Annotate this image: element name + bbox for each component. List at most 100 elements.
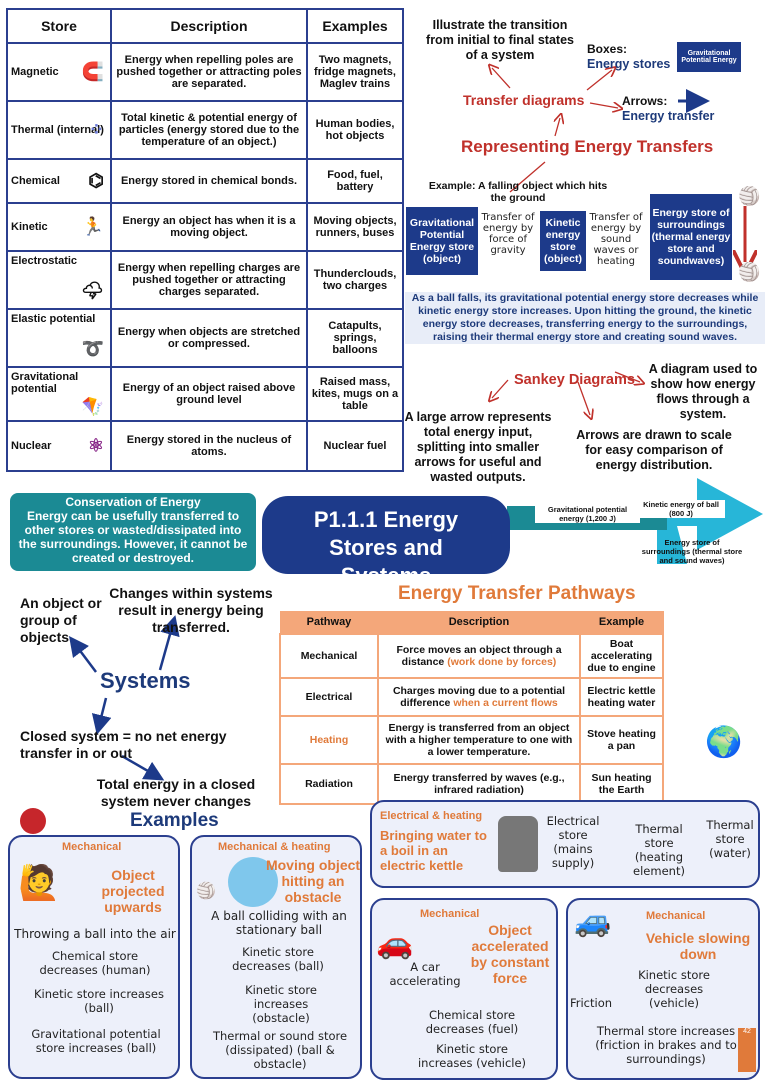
card-tag: Electrical & heating — [380, 810, 483, 822]
transfer-diagrams-label: Transfer diagrams — [463, 92, 585, 108]
step-2: Thermal store increases (friction in bra… — [595, 1024, 737, 1066]
sound-transfer-label: Transfer of energy by sound waves or hea… — [589, 212, 643, 267]
col-store-header: Store — [6, 8, 112, 44]
runner-icon: 🏃 — [81, 216, 104, 237]
table-row: Elastic potential➰Energy when objects ar… — [6, 308, 404, 368]
boxes-label: Boxes: — [587, 42, 628, 56]
table-row: Magnetic🧲Energy when repelling poles are… — [6, 42, 404, 102]
pathway-example: Electric kettle heating water — [579, 676, 664, 717]
card-title: Bringing water to a boil in an electric … — [380, 828, 487, 873]
store-name: Thermal (internal) — [11, 124, 104, 136]
molecule-icon: ⌬ — [88, 170, 104, 191]
sun-earth-icon: 🌍 — [705, 726, 743, 759]
pathway-name: Heating — [279, 714, 379, 765]
systems-object-text: An object or group of objects — [20, 595, 102, 645]
energy-stores-label: Energy stores — [587, 57, 671, 71]
example-card-vehicle: Mechanical 🚙 Vehicle slowing down Kineti… — [566, 898, 760, 1080]
volleyball-icon: 🏐 — [196, 883, 216, 900]
store-name: Magnetic — [11, 66, 59, 78]
step-2: Kinetic store increases (ball) — [34, 987, 164, 1015]
sankey-wasted-label: Energy store of surroundings (thermal st… — [641, 538, 743, 565]
table-row: Gravitational potential🪁Energy of an obj… — [6, 366, 404, 422]
pathway-desc: Force moves an object through a distance… — [377, 632, 581, 679]
card-tag: Mechanical & heating — [218, 841, 331, 853]
card-title: Vehicle slowing down — [645, 930, 751, 962]
table-row: Nuclear⚛Energy stored in the nucleus of … — [6, 420, 404, 472]
sankey-arrow-text: A large arrow represents total energy in… — [404, 410, 552, 484]
pathway-name: Electrical — [279, 676, 379, 717]
kite-icon: 🪁 — [81, 396, 104, 417]
sample-store-box: Gravitational Potential Energy — [677, 42, 741, 72]
examples-heading: Examples — [130, 810, 219, 831]
card-subtitle: A ball colliding with an stationary ball — [211, 909, 347, 937]
pathway-example: Sun heating the Earth — [579, 762, 664, 805]
ball-ground-icon: 🏐 — [738, 262, 761, 282]
sankey-useful-label: Kinetic energy of ball (800 J) — [637, 500, 725, 518]
store-name: Kinetic — [11, 221, 48, 233]
pathway-desc: Charges moving due to a potential differ… — [377, 676, 581, 717]
store-description: Energy stored in chemical bonds. — [110, 158, 308, 204]
table-row: Kinetic 🏃 Energy an object has when it is … — [6, 202, 404, 252]
store-examples: Catapults, springs, balloons — [306, 308, 404, 368]
illustrate-text: Illustrate the transition from initial t… — [426, 18, 574, 62]
store-examples: Raised mass, kites, mugs on a table — [306, 366, 404, 422]
red-ball-icon — [20, 808, 46, 834]
store-description: Energy an object has when it is a moving… — [110, 202, 308, 252]
store-name: Nuclear — [11, 440, 52, 452]
col-pathway-header: Pathway — [279, 611, 379, 634]
step-1: Electrical store (mains supply) — [546, 814, 600, 870]
store-name: Elastic potential — [11, 313, 96, 325]
systems-heading: Systems — [100, 668, 191, 693]
closed-system-text: Closed system = no net energy transfer i… — [20, 728, 227, 761]
store-description: Energy of an object raised above ground … — [110, 366, 308, 422]
sankey-input-label: Gravitational potential energy (1,200 J) — [535, 505, 640, 523]
person-throwing-icon: 🙋 — [18, 864, 61, 902]
table-row: Thermal (internal)⁘ Total kinetic & poten… — [6, 100, 404, 160]
step-3: Thermal or sound store (dissipated) (bal… — [212, 1029, 348, 1071]
store-name: Electrostatic — [11, 255, 78, 267]
ball-top-icon: 🏐 — [738, 186, 761, 206]
step-2: Thermal store (heating element) — [633, 822, 685, 878]
falling-example-label: Example: A falling object which hits the… — [428, 180, 608, 204]
step-3: Gravitational potential store increases … — [31, 1027, 161, 1055]
pathway-example: Boat accelerating due to engine — [579, 632, 664, 679]
particles-icon: ⁘ — [88, 119, 104, 140]
col-description-header: Description — [110, 8, 308, 44]
store-description: Energy stored in the nucleus of atoms. — [110, 420, 308, 472]
pathways-heading: Energy Transfer Pathways — [398, 583, 636, 604]
step-1: Kinetic store decreases (vehicle) — [638, 968, 710, 1010]
conservation-title: Conservation of Energy — [65, 495, 201, 509]
card-tag: Mechanical — [420, 908, 480, 920]
conservation-box: Conservation of Energy Energy can be use… — [10, 493, 256, 571]
step-3: Thermal store (water) — [706, 818, 754, 860]
red-car-icon: 🚗 — [376, 927, 414, 960]
store-examples: Two magnets, fridge magnets, Maglev trai… — [306, 42, 404, 102]
store-description: Energy when repelling poles are pushed t… — [110, 42, 308, 102]
table-row: Electrostatic🌩Energy when repelling char… — [6, 250, 404, 310]
example-card-car: Mechanical 🚗 Object accelerated by const… — [370, 898, 558, 1080]
arrows-label: Arrows: — [622, 94, 668, 108]
sankey-arrows — [400, 371, 768, 480]
store-description: Total kinetic & potential energy of part… — [110, 100, 308, 160]
total-energy-text: Total energy in a closed system never ch… — [96, 776, 256, 809]
energy-stores-table: Store Description Examples Magnetic🧲Ener… — [6, 8, 404, 472]
kettle-icon — [498, 816, 538, 872]
card-title: Object projected upwards — [101, 867, 165, 915]
energy-transfer-label: Energy transfer — [622, 109, 715, 123]
card-subtitle: A car accelerating — [389, 960, 461, 988]
example-card-obstacle: Mechanical & heating 🏐 Moving object hit… — [190, 835, 362, 1079]
gravity-transfer-label: Transfer of energy by force of gravity — [481, 212, 535, 256]
step-2: Kinetic store increases (obstacle) — [245, 983, 317, 1025]
friction-label: Friction — [569, 996, 613, 1010]
card-subtitle: Throwing a ball into the air — [14, 927, 176, 941]
example-card-projected: Mechanical 🙋 Object projected upwards Th… — [8, 835, 180, 1079]
col-desc-header: Description — [377, 611, 581, 634]
rubber-band-icon: ➰ — [81, 338, 104, 359]
store-examples: Human bodies, hot objects — [306, 100, 404, 160]
sankey-scale-text: Arrows are drawn to scale for easy compa… — [576, 428, 732, 472]
falling-explanation: As a ball falls, its gravitational poten… — [405, 292, 765, 344]
step-1: Kinetic store decreases (ball) — [232, 945, 324, 973]
traffic-jam-icon: 🚙 — [574, 905, 612, 938]
